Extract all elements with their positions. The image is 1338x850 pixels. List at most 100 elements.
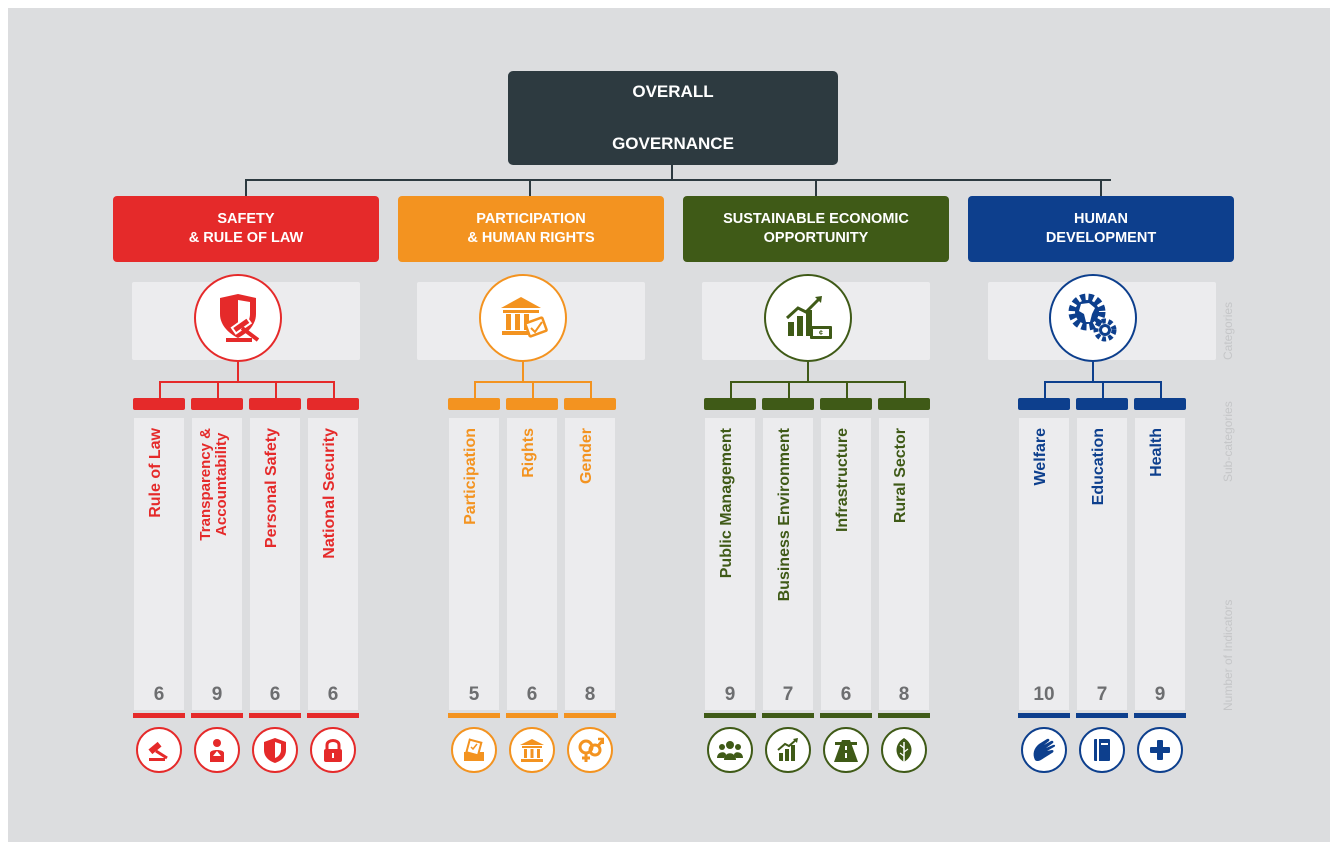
sub-connector-stem — [807, 362, 809, 382]
subcategory-label-wrap: Rule of Law — [134, 418, 184, 708]
padlock-icon — [324, 739, 342, 762]
subcategory-column: Public Management — [705, 418, 755, 710]
subcategory-label: Participation — [462, 428, 479, 525]
sub-connector-drop — [730, 381, 732, 398]
subcategory-label-wrap: Rights — [507, 418, 557, 708]
category-icon-circle-economic: ¢ — [764, 274, 852, 362]
category-box-safety: SAFETY & RULE OF LAW — [113, 196, 379, 262]
subcategory-icon-circle — [881, 727, 927, 773]
category-title-line1: SAFETY — [217, 211, 275, 227]
indicator-count: 10 — [1033, 684, 1055, 705]
africa-gears-icon — [1068, 293, 1117, 342]
subcategory-header-bar — [249, 398, 301, 410]
subcategory-icon-circle — [451, 727, 497, 773]
subcategory-footer-bar — [506, 713, 558, 718]
indicator-count: 6 — [153, 684, 165, 705]
courthouse-ballot-icon — [501, 297, 548, 338]
sub-connector-bar — [730, 381, 906, 383]
category-box-participation: PARTICIPATION& HUMAN RIGHTS — [398, 196, 664, 262]
subcategory-label: Rural Sector — [892, 428, 909, 524]
subcategory-icon-circle — [252, 727, 298, 773]
subcategory-icon-circle — [765, 727, 811, 773]
subcategory-footer-bar — [307, 713, 359, 718]
subcategory-footer-bar — [704, 713, 756, 718]
category-title-line1: PARTICIPATION — [476, 211, 586, 227]
subcategory-header-bar — [448, 398, 500, 410]
subcategory-label: Education — [1090, 428, 1107, 506]
sub-connector-stem — [522, 362, 524, 382]
subcategory-column: National Security — [308, 418, 358, 710]
subcategory-icon-circle — [567, 727, 613, 773]
subcategory-label: Transparency & Accountability — [197, 428, 230, 541]
leaf-icon — [896, 738, 912, 762]
category-title-line2: OPPORTUNITY — [763, 230, 869, 246]
subcategory-footer-bar — [448, 713, 500, 718]
subcategory-label: Infrastructure — [834, 428, 851, 533]
subcategory-label-wrap: Business Environment — [763, 418, 813, 708]
subcategory-label: Rights — [520, 428, 537, 478]
indicator-count: 8 — [898, 684, 910, 705]
indicator-count: 8 — [584, 684, 596, 705]
side-label-subcategories: Sub-categories — [1221, 401, 1235, 482]
subcategory-label: Personal Safety — [263, 428, 280, 549]
subcategory-label: National Security — [321, 428, 338, 559]
indicator-count: 6 — [327, 684, 339, 705]
indicator-count: 5 — [468, 684, 480, 705]
subcategory-header-bar — [133, 398, 185, 410]
subcategory-label: Rule of Law — [147, 428, 164, 518]
root-connector-bar — [245, 179, 1111, 181]
category-title-line2: & RULE OF LAW — [188, 230, 304, 246]
subcategory-label: Gender — [578, 428, 595, 485]
subcategory-footer-bar — [133, 713, 185, 718]
category-title: SAFETY & RULE OF LAW — [189, 210, 303, 248]
road-icon — [834, 740, 858, 762]
subcategory-icon-circle — [509, 727, 555, 773]
subcategory-header-bar — [1134, 398, 1186, 410]
gender-icon — [578, 737, 604, 762]
subcategory-label: Health — [1148, 428, 1165, 477]
subcategory-icon-circle — [136, 727, 182, 773]
subcategory-label-wrap: Health — [1135, 418, 1185, 708]
subcategory-column: Participation — [449, 418, 499, 710]
growth-chart-icon — [777, 738, 798, 761]
subcategory-header-bar — [307, 398, 359, 410]
subcategory-label-wrap: Gender — [565, 418, 615, 708]
subcategory-footer-bar — [1134, 713, 1186, 718]
indicator-count: 9 — [724, 684, 736, 705]
category-title-line1: SUSTAINABLE ECONOMIC — [723, 211, 909, 227]
indicator-count: 7 — [1096, 684, 1108, 705]
subcategory-header-bar — [506, 398, 558, 410]
subcategory-icon-circle — [1137, 727, 1183, 773]
subcategory-column: Gender — [565, 418, 615, 710]
subcategory-header-bar — [762, 398, 814, 410]
subcategory-column: Transparency & Accountability — [192, 418, 242, 710]
root-title-line1: OVERALL — [632, 82, 714, 101]
subcategory-header-bar — [1076, 398, 1128, 410]
subcategory-icon-circle — [1021, 727, 1067, 773]
subcategory-footer-bar — [878, 713, 930, 718]
svg-text:¢: ¢ — [819, 330, 823, 337]
subcategory-label-wrap: Education — [1077, 418, 1127, 708]
hand-icon — [1033, 738, 1056, 762]
subcategory-label-wrap: Transparency & Accountability — [192, 418, 242, 708]
person-up-icon — [210, 739, 224, 762]
branch-stem-economic — [815, 179, 817, 196]
sub-connector-drop — [217, 381, 219, 398]
subcategory-icon-circle — [707, 727, 753, 773]
subcategory-label: Public Management — [718, 428, 735, 579]
shield-icon — [264, 738, 286, 763]
subcategory-header-bar — [564, 398, 616, 410]
subcategory-label-wrap: Infrastructure — [821, 418, 871, 708]
growth-chart-money-icon: ¢ — [785, 296, 832, 339]
subcategory-column: Welfare — [1019, 418, 1069, 710]
courthouse-icon — [520, 739, 544, 762]
subcategory-label-wrap: Participation — [449, 418, 499, 708]
subcategory-label-wrap: Welfare — [1019, 418, 1069, 708]
subcategory-footer-bar — [249, 713, 301, 718]
subcategory-column: Personal Safety — [250, 418, 300, 710]
sub-connector-drop — [904, 381, 906, 398]
subcategory-label-wrap: National Security — [308, 418, 358, 708]
